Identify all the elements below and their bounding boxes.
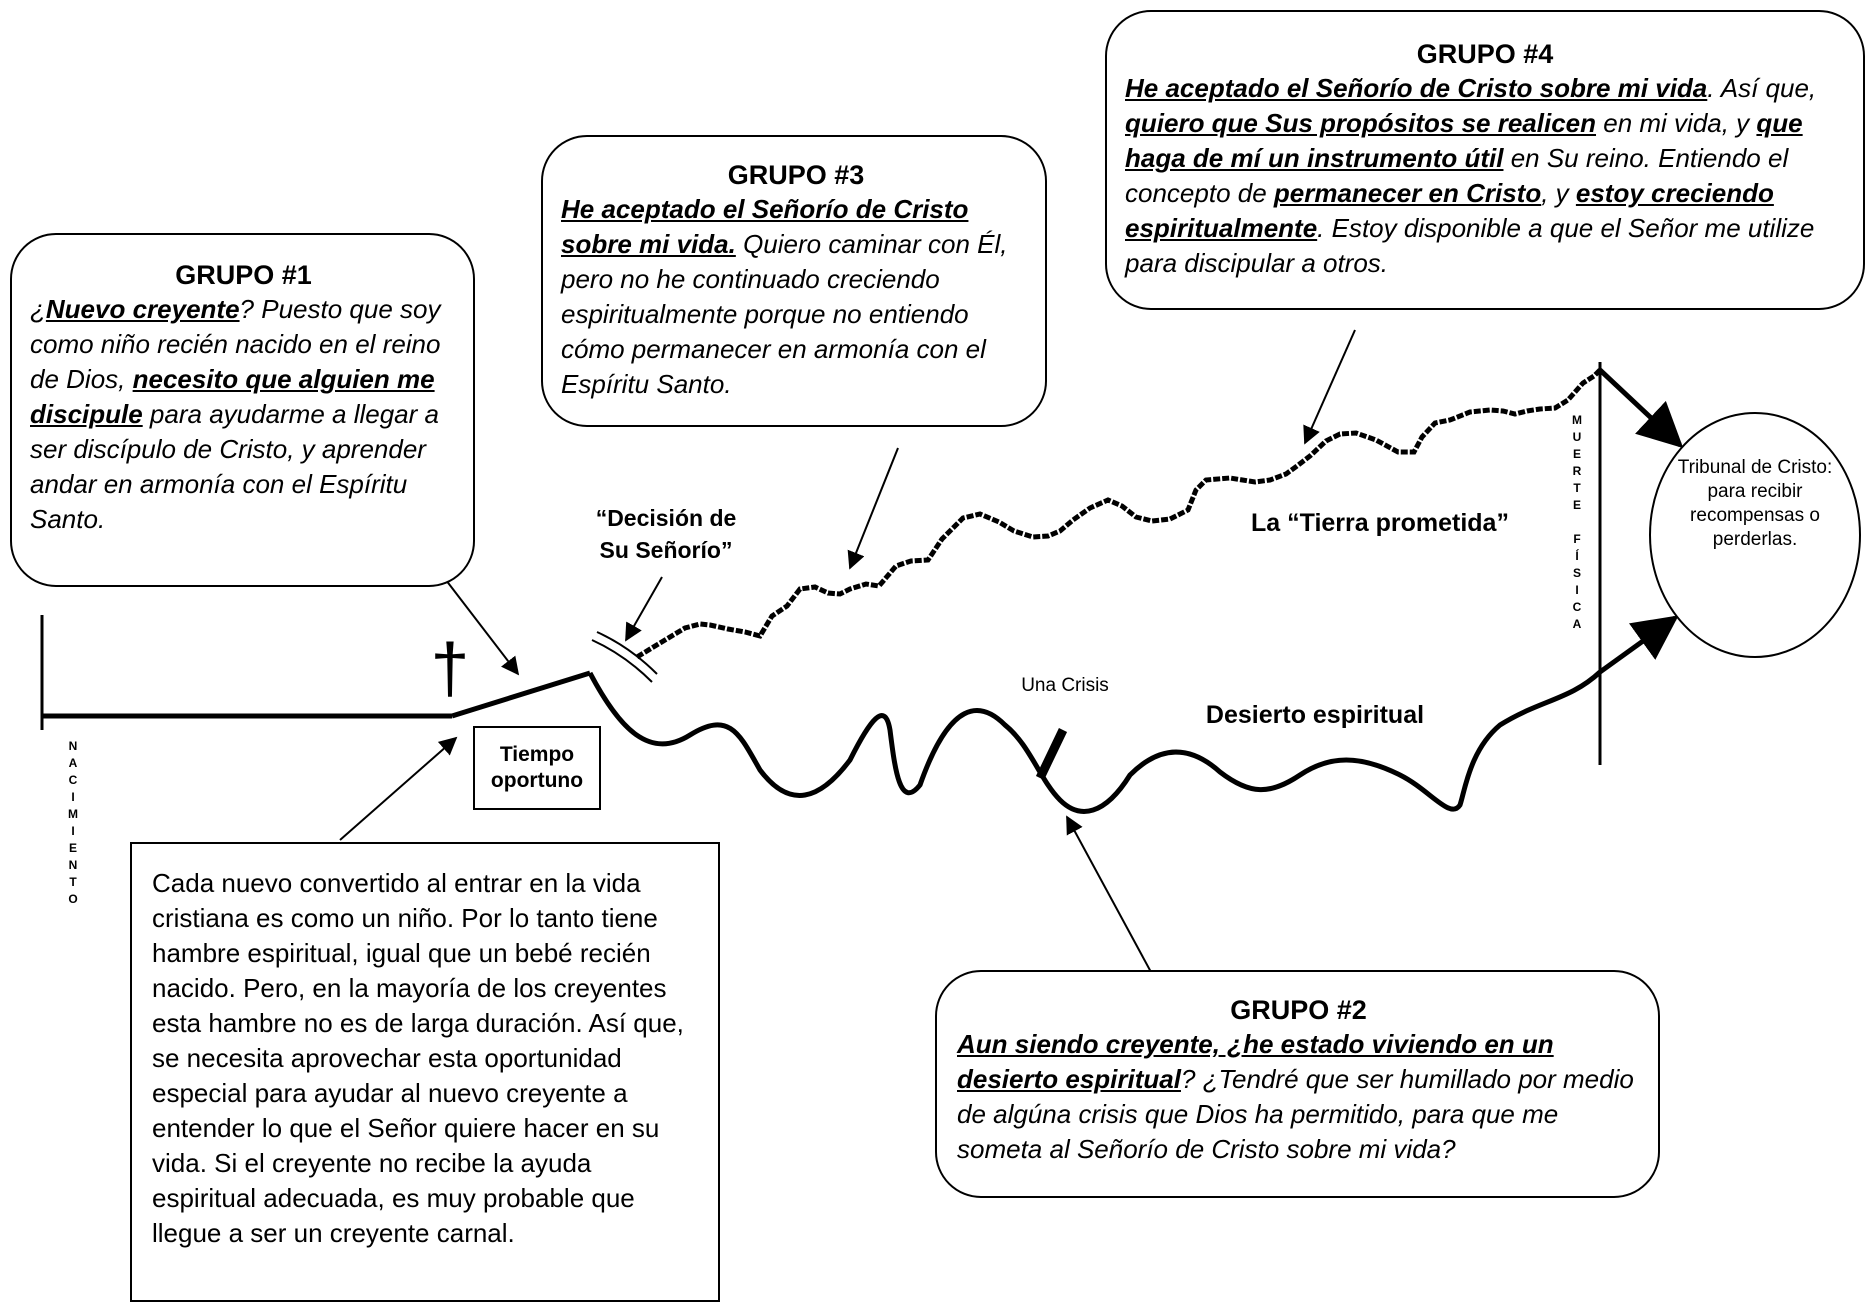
rising-segment [451, 670, 591, 719]
muerte-letter: M [1572, 413, 1582, 427]
tribunal-ellipse [1649, 412, 1861, 658]
nacimiento-letter: I [71, 824, 75, 838]
tiempo-box: Tiempo oportuno [473, 726, 601, 810]
decision-mark-2 [596, 631, 658, 675]
nacimiento-letter: O [68, 892, 78, 906]
group1-text-1: ¿ [30, 294, 46, 324]
muerte-letter [1567, 514, 1587, 531]
group4-text-1: . Así que, [1707, 73, 1817, 103]
group2-box: GRUPO #2 Aun siendo creyente, ¿he estado… [935, 970, 1660, 1198]
group4-title: GRUPO #4 [1416, 39, 1554, 69]
muerte-letter: U [1572, 430, 1582, 444]
decision-mark [591, 639, 653, 683]
decision-label: “Decisión de Su Señorío” [595, 505, 737, 563]
group2-title: GRUPO #2 [1230, 995, 1367, 1025]
nacimiento-letter: A [68, 756, 78, 770]
nacimiento-letter: N [68, 858, 78, 872]
group2-text: Aun siendo creyente, ¿he estado viviendo… [957, 1027, 1640, 1167]
group1-box: GRUPO #1 ¿Nuevo creyente? Puesto que soy… [10, 233, 475, 587]
to-tribunal-bottom [1598, 615, 1679, 675]
muerte-letter: E [1572, 498, 1581, 512]
muerte-letter: R [1572, 464, 1582, 478]
group2-text-1: ? ¿Tendré que ser humillado por medio de… [957, 1064, 1634, 1164]
explanation-box: Cada nuevo convertido al entrar en la vi… [130, 842, 720, 1302]
arrow-decision [625, 576, 663, 642]
desert-label: Desierto espiritual [1205, 701, 1425, 729]
to-tribunal-top [1598, 368, 1684, 449]
tribunal-label: Tribunal de Cristo: para recibir recompe… [1677, 457, 1833, 550]
group4-text-2: en mi vida, y [1596, 108, 1757, 138]
group4-highlight-3: que haga de mí un instrumento útil [1125, 108, 1803, 173]
group4-highlight-1: He aceptado el Señorío de Cristo sobre m… [1125, 73, 1708, 103]
group1-highlight-2: necesito que alguien me discipule [30, 364, 435, 429]
nacimiento-letter: N [68, 739, 78, 753]
arrow-group2 [1066, 815, 1159, 986]
desert-path [587, 670, 1602, 814]
crisis-mark [1035, 728, 1068, 780]
muerte-letter: Í [1575, 549, 1579, 563]
group1-text-3: para ayudarme a llegar a ser discípulo d… [30, 399, 439, 534]
group3-title: GRUPO #3 [727, 160, 865, 190]
arrow-group4 [1303, 329, 1356, 445]
muerte-letter: I [1575, 583, 1579, 597]
group1-text: ¿Nuevo creyente? Puesto que soy como niñ… [30, 292, 457, 537]
nacimiento-letter: T [69, 875, 77, 889]
nacimiento-label: N A C I M I E N T O [63, 738, 83, 908]
group1-title: GRUPO #1 [175, 260, 312, 290]
arrow-explanation [339, 736, 458, 841]
group4-text-3: en Su reino. Entiendo el concepto de [1125, 143, 1789, 208]
promised-land-label: La “Tierra prometida” [1251, 509, 1509, 537]
nacimiento-letter: I [71, 790, 75, 804]
nacimiento-letter: M [68, 807, 78, 821]
muerte-letter: S [1572, 566, 1581, 580]
group4-text-5: . Estoy disponible a que el Señor me uti… [1125, 213, 1815, 278]
group4-box: GRUPO #4 He aceptado el Señorío de Crist… [1105, 10, 1865, 310]
group1-highlight-1: Nuevo creyente [45, 294, 240, 324]
nacimiento-letter: C [68, 773, 78, 787]
muerte-letter: E [1572, 447, 1581, 461]
muerte-fisica-label: M U E R T E F Í S I C A [1567, 412, 1587, 633]
group3-text-1: Quiero caminar con Él, pero no he contin… [561, 229, 1008, 399]
cross-icon: † [430, 629, 470, 707]
explanation-text: Cada nuevo convertido al entrar en la vi… [152, 868, 684, 1248]
tiempo-label: Tiempo oportuno [490, 743, 584, 792]
group2-highlight-1: Aun siendo creyente, ¿he estado viviendo… [957, 1029, 1554, 1094]
group3-text: He aceptado el Señorío de Cristo sobre m… [561, 192, 1031, 402]
promised-land-path [635, 368, 1602, 660]
group3-highlight-1: He aceptado el Señorío de Cristo sobre m… [561, 194, 969, 259]
group4-text: He aceptado el Señorío de Cristo sobre m… [1125, 71, 1845, 281]
group4-highlight-2: quiero que Sus propósitos se realicen [1125, 108, 1597, 138]
group1-text-2: ? Puesto que soy como niño recién nacido… [30, 294, 441, 394]
nacimiento-letter: E [68, 841, 77, 855]
muerte-letter: T [1573, 481, 1581, 495]
muerte-letter: C [1572, 600, 1582, 614]
muerte-letter: F [1573, 532, 1581, 546]
muerte-letter: A [1572, 617, 1582, 631]
group4-highlight-5: estoy creciendo espiritualmente [1125, 178, 1774, 243]
group4-text-4: , y [1541, 178, 1576, 208]
crisis-label: Una Crisis [1021, 675, 1109, 696]
group3-box: GRUPO #3 He aceptado el Señorío de Crist… [541, 135, 1047, 427]
arrow-group3 [847, 447, 899, 570]
group4-highlight-4: permanecer en Cristo [1273, 178, 1542, 208]
